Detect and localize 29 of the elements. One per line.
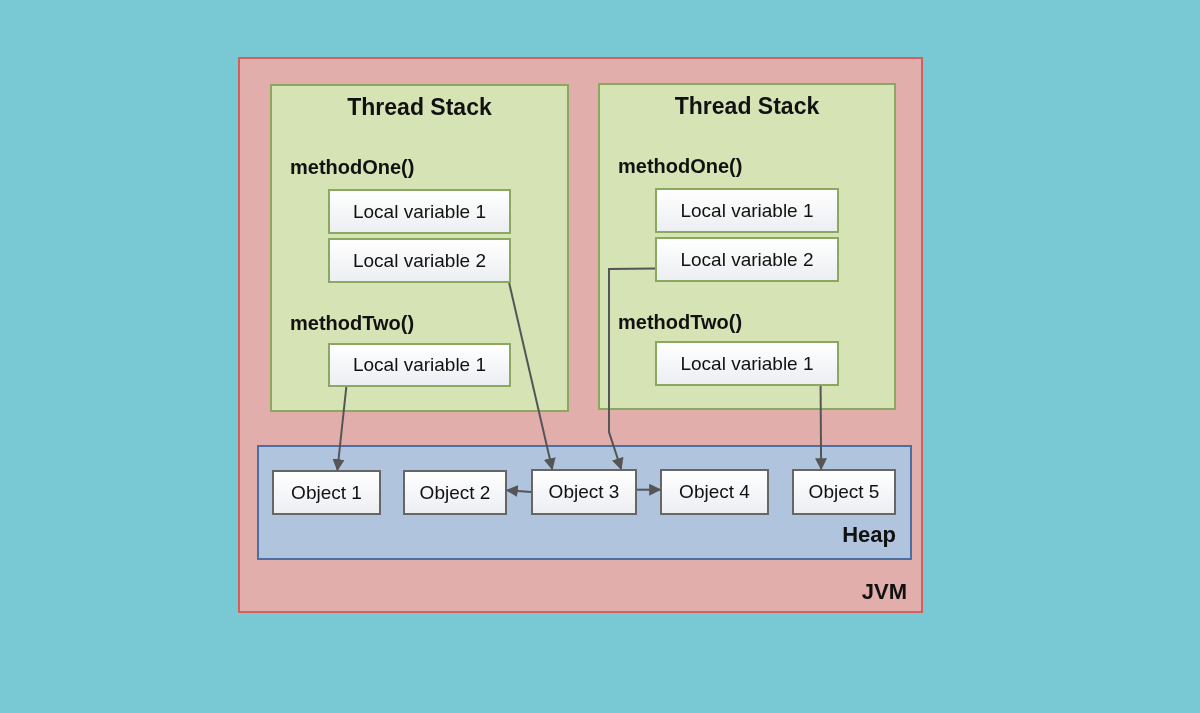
variable-box: Local variable 2 — [655, 237, 839, 282]
arrow — [332, 386, 348, 472]
object-box: Object 2 — [403, 470, 507, 515]
variable-box: Local variable 1 — [655, 341, 839, 386]
variable-box: Local variable 1 — [328, 189, 511, 234]
thread-stack-panel — [598, 83, 896, 410]
variable-box: Local variable 2 — [328, 238, 511, 283]
arrow — [505, 485, 532, 497]
variable-box: Local variable 1 — [328, 343, 511, 387]
panel-label: Heap — [842, 522, 896, 548]
object-box: Object 4 — [660, 469, 769, 515]
method-name: methodOne() — [290, 156, 415, 179]
thread-stack-panel — [270, 84, 569, 412]
jvm-container — [238, 57, 923, 613]
arrow — [508, 282, 556, 471]
arrow — [636, 483, 662, 496]
arrow — [815, 385, 828, 471]
method-name: methodTwo() — [290, 312, 415, 335]
heap-panel — [257, 445, 912, 560]
object-box: Object 5 — [792, 469, 896, 515]
object-box: Object 3 — [531, 469, 637, 515]
arrow — [608, 267, 656, 471]
panel-title: Thread Stack — [673, 93, 821, 120]
panel-title: Thread Stack — [346, 94, 493, 121]
method-name: methodOne() — [618, 155, 743, 178]
variable-box: Local variable 1 — [655, 188, 839, 233]
method-name: methodTwo() — [618, 311, 743, 334]
object-box: Object 1 — [272, 470, 381, 515]
panel-label: JVM — [861, 579, 907, 605]
